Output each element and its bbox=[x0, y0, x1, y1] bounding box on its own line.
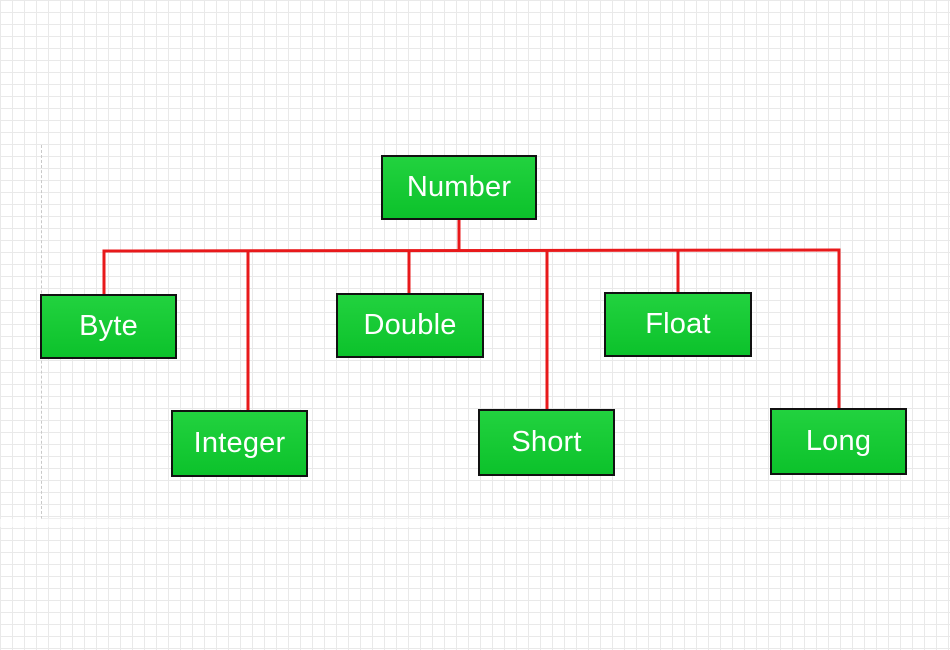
node-float-label: Float bbox=[645, 308, 711, 340]
node-short-label: Short bbox=[511, 426, 582, 458]
node-byte: Byte bbox=[40, 294, 177, 359]
node-number-label: Number bbox=[406, 171, 512, 203]
node-double-label: Double bbox=[363, 309, 457, 341]
node-float: Float bbox=[604, 292, 752, 357]
canvas-divider bbox=[0, 519, 950, 527]
node-number: Number bbox=[381, 155, 537, 220]
node-long-label: Long bbox=[805, 425, 872, 457]
node-long: Long bbox=[770, 408, 907, 475]
node-integer-label: Integer bbox=[193, 427, 286, 459]
node-double: Double bbox=[336, 293, 484, 358]
node-short: Short bbox=[478, 409, 615, 476]
node-integer: Integer bbox=[171, 410, 308, 477]
horizontal-bus bbox=[102, 248, 841, 253]
node-byte-label: Byte bbox=[79, 310, 138, 342]
